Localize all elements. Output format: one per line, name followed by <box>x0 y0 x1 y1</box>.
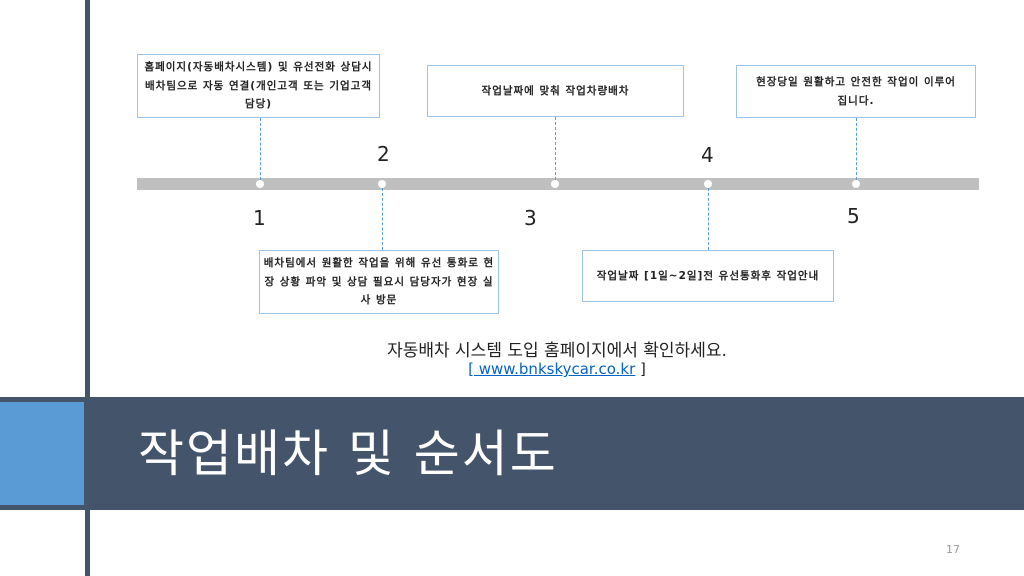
timeline-dot-4 <box>704 180 712 188</box>
connector-3 <box>555 117 556 180</box>
step-number-3: 3 <box>524 206 537 230</box>
timeline-dot-3 <box>551 180 559 188</box>
step-box-5: 현장당일 원활하고 안전한 작업이 이루어 집니다. <box>736 65 976 118</box>
timeline-dot-5 <box>852 180 860 188</box>
timeline-dot-1 <box>256 180 264 188</box>
info-note: 자동배차 시스템 도입 홈페이지에서 확인하세요. <box>387 341 727 361</box>
step-number-1: 1 <box>253 206 266 230</box>
step-number-5: 5 <box>847 204 860 228</box>
connector-4 <box>708 188 709 250</box>
website-line: [ www.bnkskycar.co.kr ] <box>0 360 1024 378</box>
website-link[interactable]: www.bnkskycar.co.kr <box>478 360 636 378</box>
step-box-3: 작업날짜에 맞춰 작업차량배차 <box>427 65 684 117</box>
title-band <box>0 397 1024 510</box>
connector-5 <box>856 118 857 180</box>
website-link-close: ] <box>635 360 646 378</box>
page-number: 17 <box>946 543 960 556</box>
step-number-2: 2 <box>377 142 390 166</box>
connector-1 <box>260 118 261 180</box>
step-box-2: 배차팀에서 원활한 작업을 위해 유선 통화로 현장 상황 파악 및 상담 필요… <box>259 250 499 314</box>
accent-square <box>0 402 84 505</box>
website-link-open[interactable]: [ <box>468 360 479 378</box>
step-number-4: 4 <box>701 143 714 167</box>
vertical-divider <box>85 0 90 576</box>
slide-title: 작업배차 및 순서도 <box>138 425 558 483</box>
connector-2 <box>382 188 383 250</box>
step-box-1: 홈페이지(자동배차시스템) 및 유선전화 상담시 배차팀으로 자동 연결(개인고… <box>137 54 380 118</box>
timeline-dot-2 <box>378 180 386 188</box>
step-box-4: 작업날짜 [1일~2일]전 유선통화후 작업안내 <box>582 250 834 302</box>
